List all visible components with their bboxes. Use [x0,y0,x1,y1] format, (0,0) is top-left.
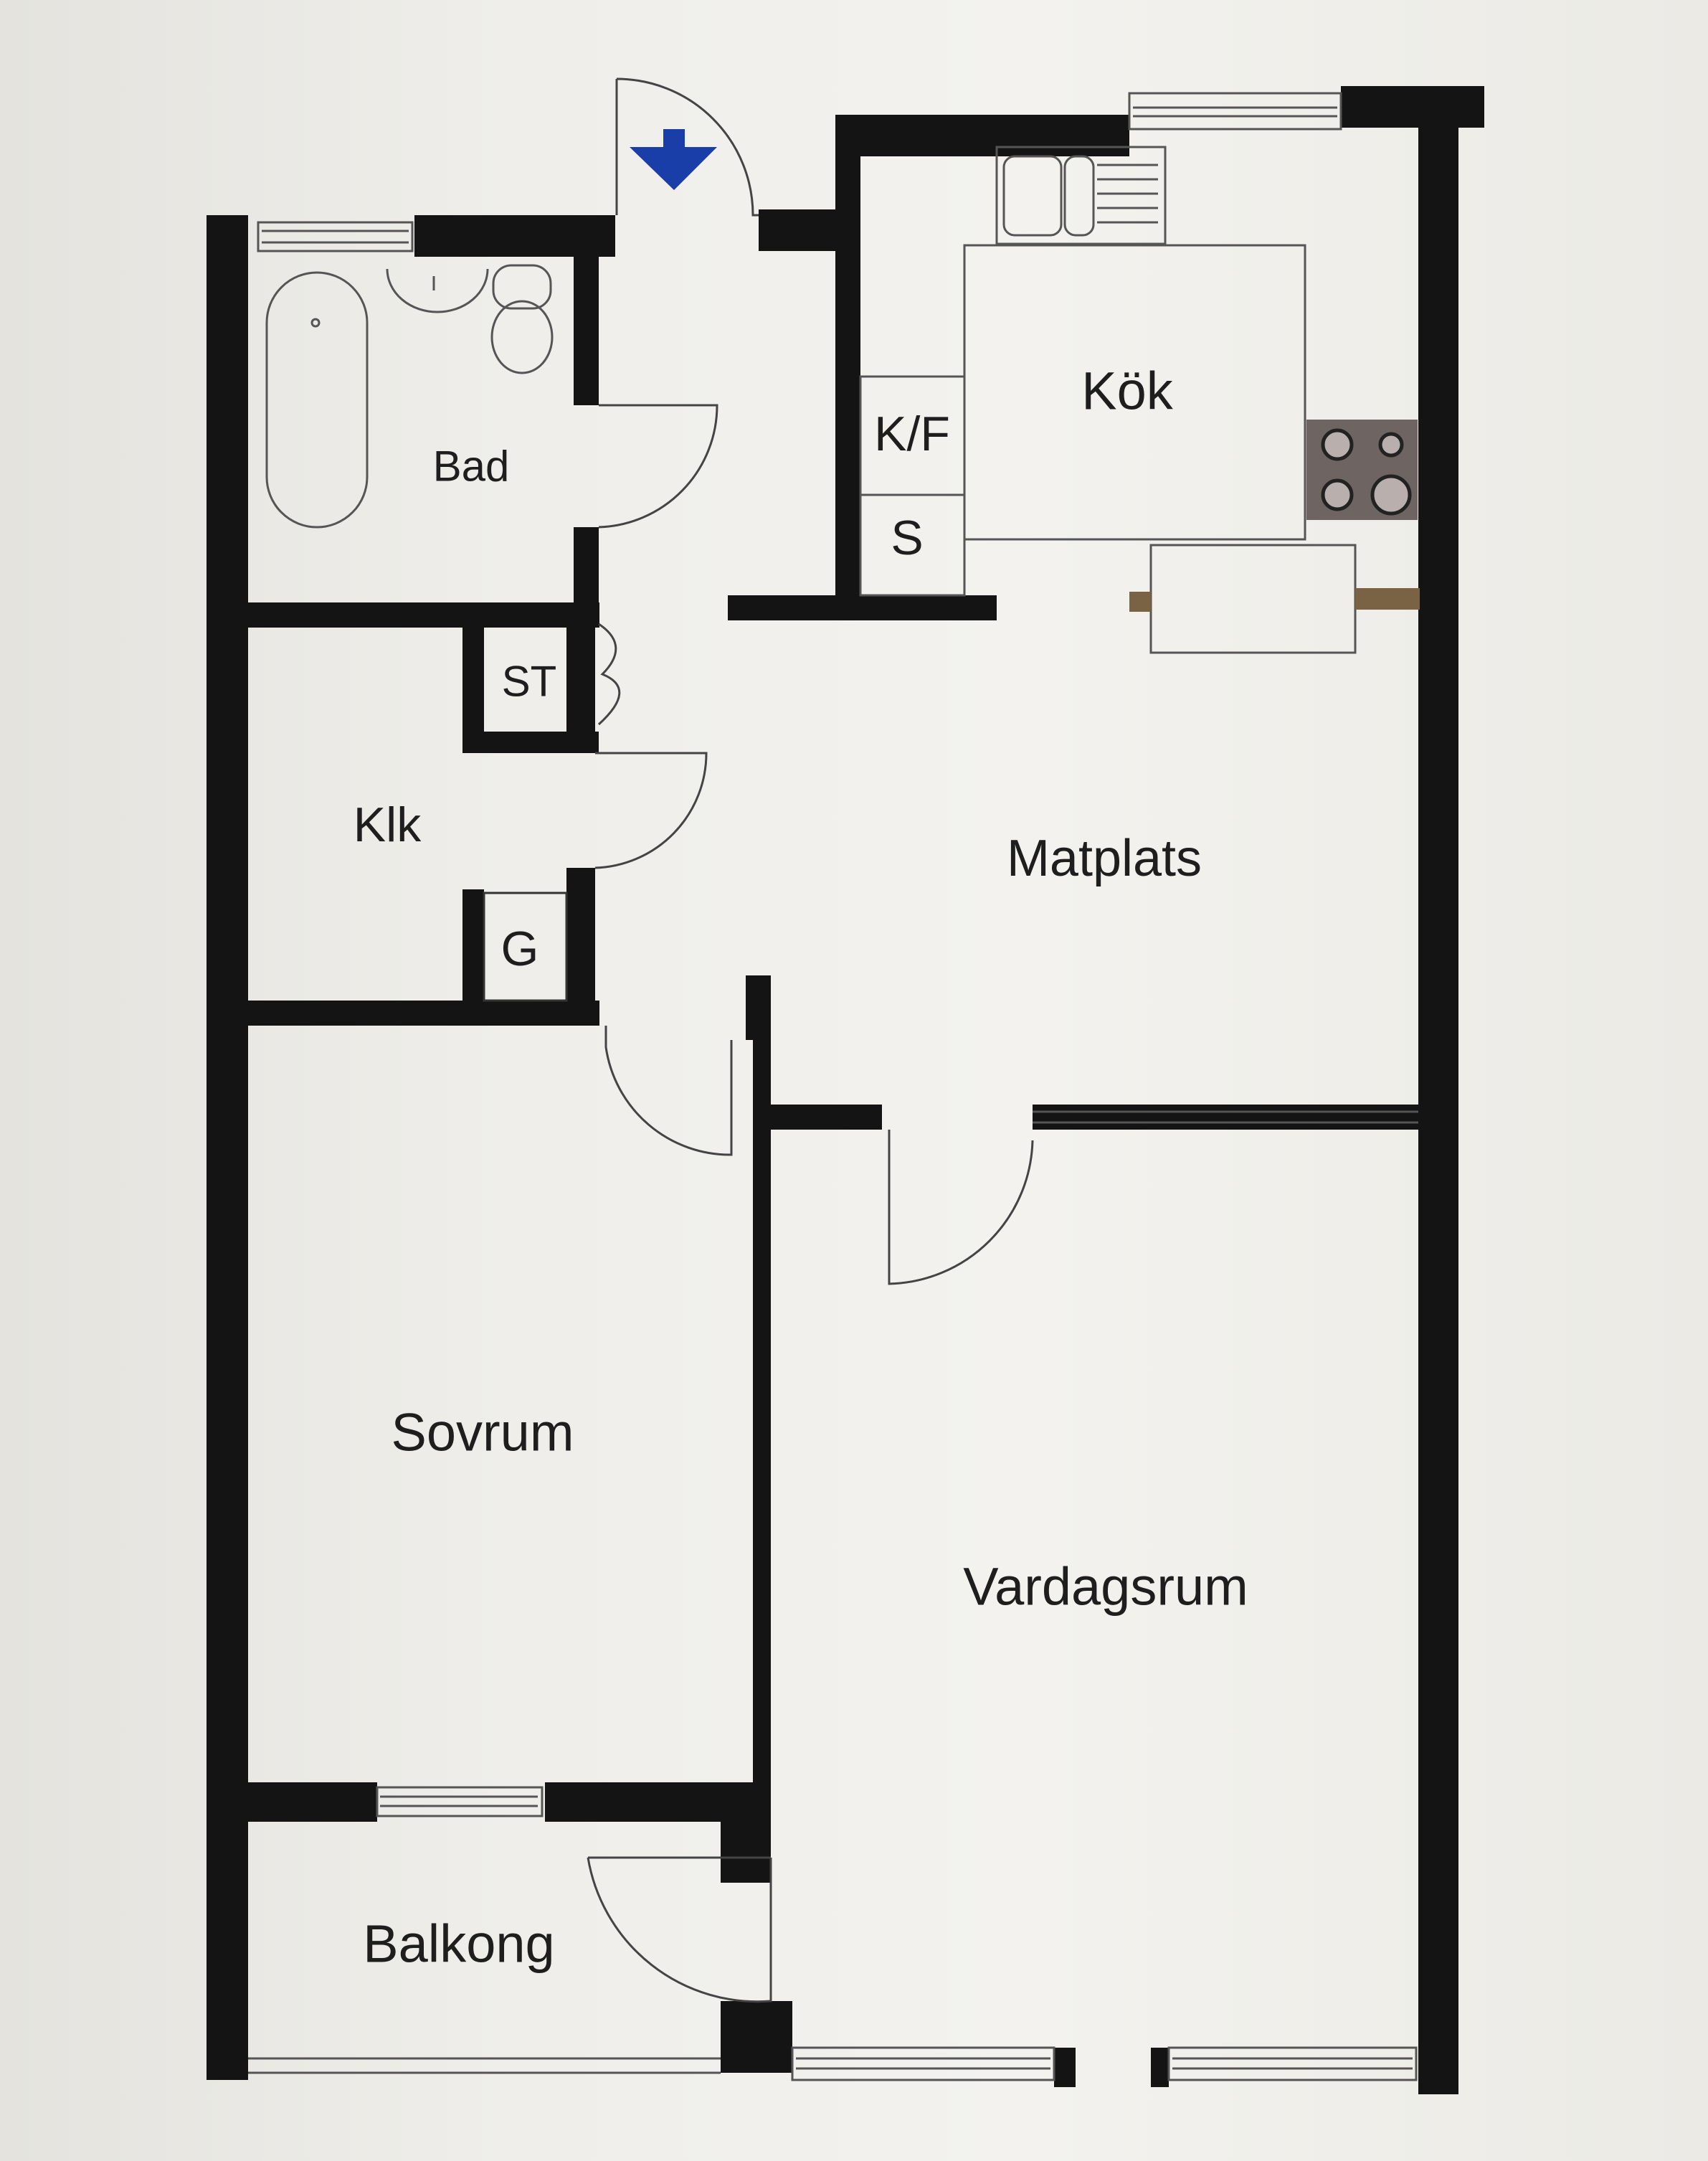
small-closets [483,892,568,1002]
doors [587,77,1034,2003]
kitchen-bars [1129,588,1420,612]
room-label-matplats: Matplats [1006,830,1202,887]
room-label-vardagsrum: Vardagsrum [963,1556,1248,1617]
room-label-sovrum: Sovrum [391,1402,574,1462]
room-label-klk: Klk [353,798,422,852]
room-label-s: S [891,511,924,565]
room-label-st: ST [501,657,557,706]
room-label-balkong: Balkong [363,1914,555,1974]
room-label-kok: Kök [1081,361,1173,421]
room-label-g: G [500,922,539,976]
room-label-kf: K/F [874,407,950,461]
windows [248,92,1418,2081]
entrance-arrow-icon [630,129,717,190]
walls [207,86,1484,2094]
stove [1306,420,1418,520]
room-label-bad: Bad [432,442,510,491]
